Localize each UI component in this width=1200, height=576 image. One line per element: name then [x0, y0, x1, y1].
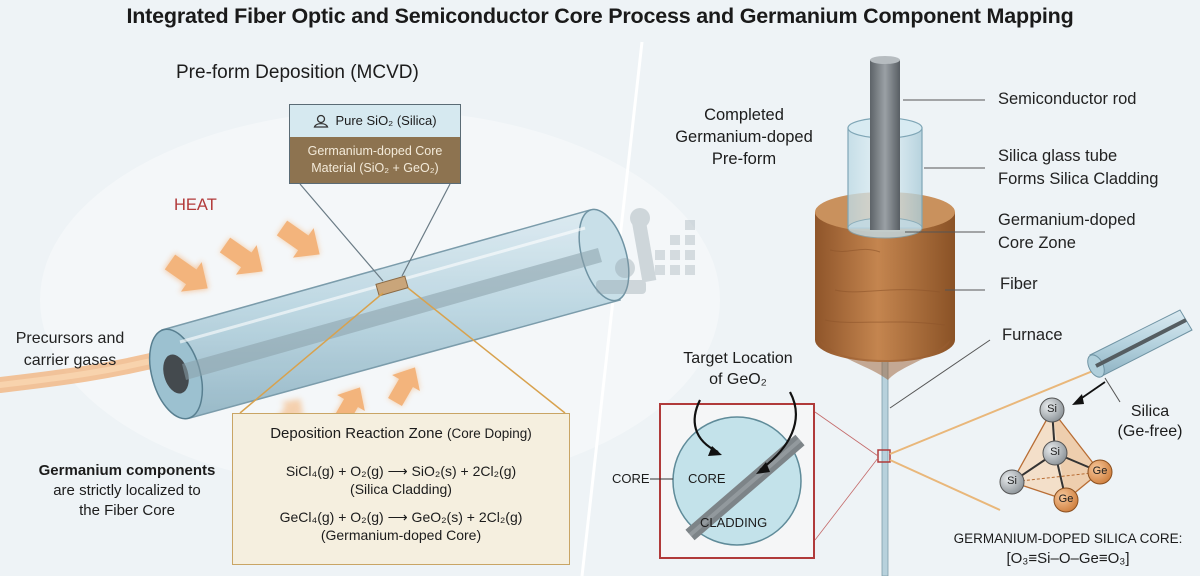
- operator-icon: [314, 114, 329, 128]
- page-title: Integrated Fiber Optic and Semiconductor…: [126, 4, 1074, 28]
- doped-core-material-label: Germanium-doped Core Material (SiO₂ + Ge…: [290, 137, 460, 183]
- core-inner-label: CORE: [688, 471, 726, 486]
- atom-si-left: Si: [1007, 475, 1017, 487]
- completed-preform-label: Completed Germanium-doped Pre-form: [675, 106, 813, 168]
- top-composition-box: Pure SiO₂ (Silica) Germanium-doped Core …: [289, 104, 461, 184]
- atom-ge-right: Ge: [1092, 465, 1108, 477]
- target-location-label: Target Location of GeO₂: [683, 350, 793, 388]
- atom-si-center: Si: [1050, 446, 1060, 458]
- germanium-silica-molecule: [999, 397, 1113, 513]
- semiconductor-rod-label: Semiconductor rod: [998, 90, 1137, 108]
- pure-silica-label: Pure SiO₂ (Silica): [335, 113, 437, 128]
- mcvd-tube: [148, 208, 630, 420]
- heat-label: HEAT: [174, 196, 217, 214]
- silica-fiber-rod: [1087, 309, 1193, 378]
- reaction-zone-title: Deposition Reaction Zone (Core Doping): [270, 425, 532, 442]
- fiber-label: Fiber: [1000, 275, 1038, 293]
- core-formula-block: GERMANIUM-DOPED SILICA CORE: [O₃≡Si–O–Ge…: [953, 531, 1183, 567]
- deposition-reaction-zone: Deposition Reaction Zone (Core Doping) S…: [232, 413, 570, 565]
- cladding-label: CLADDING: [700, 515, 768, 530]
- ge-core-zone-label: Germanium-doped Core Zone: [998, 211, 1136, 253]
- atom-ge-bottom: Ge: [1058, 493, 1074, 505]
- atom-si-top: Si: [1047, 403, 1057, 415]
- germanium-equation: GeCl₄(g) + O₂(g) ⟶ GeO₂(s) + 2Cl₂(g) (Ge…: [279, 509, 523, 543]
- germanium-localization-note: Germanium components are strictly locali…: [38, 462, 216, 519]
- silica-equation: SiCl₄(g) + O₂(g) ⟶ SiO₂(s) + 2Cl₂(g) (Si…: [285, 463, 517, 497]
- silica-ge-free-label: Silica (Ge-free): [1117, 403, 1183, 440]
- semiconductor-rod: [870, 56, 900, 230]
- panel-divider: [580, 41, 644, 576]
- furnace-label: Furnace: [1002, 326, 1063, 344]
- precursors-label: Precursors and carrier gases: [15, 330, 125, 370]
- section-title-mcvd: Pre-form Deposition (MCVD): [176, 62, 419, 83]
- core-outer-label: CORE: [612, 471, 650, 486]
- silica-tube-label: Silica glass tube Forms Silica Cladding: [998, 147, 1159, 189]
- robot-arm-icon: [596, 208, 695, 294]
- cross-section-box: [659, 403, 815, 559]
